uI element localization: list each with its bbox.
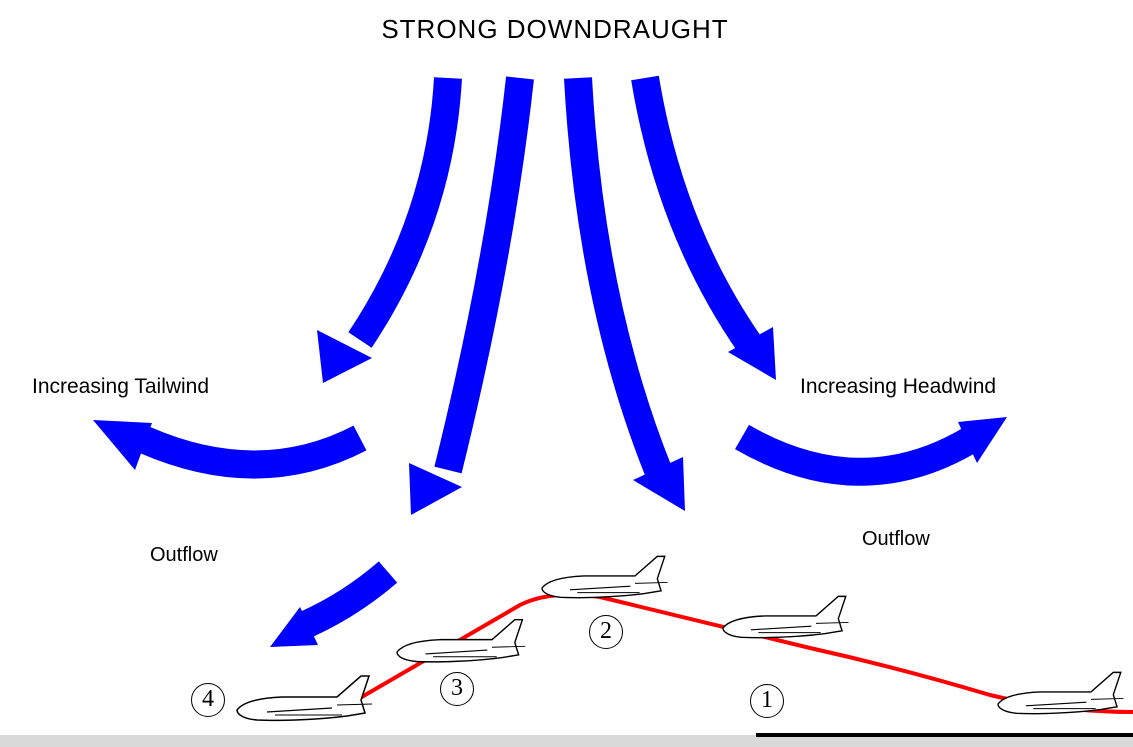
position-marker-2: 2: [589, 615, 623, 649]
ground-strip: [0, 735, 1133, 747]
position-marker-3: 3: [440, 672, 474, 706]
increasing-tailwind-label: Increasing Tailwind: [32, 375, 210, 398]
outflow-right-label: Outflow: [862, 528, 930, 550]
downdraught-arrows: [93, 75, 1007, 647]
down-arrow-inner-right: [564, 77, 685, 511]
runway: [756, 733, 1133, 737]
outflow-arrow-tailwind: [93, 420, 367, 479]
aircraft-icon: [236, 675, 373, 722]
position-marker-4: 4: [191, 683, 225, 717]
aircraft-icon: [541, 555, 669, 599]
aircraft-icon: [722, 595, 850, 639]
outflow-arrow-lower-left: [270, 561, 398, 647]
diagram-title: STRONG DOWNDRAUGHT: [381, 14, 729, 44]
down-arrow-inner-left: [409, 76, 534, 515]
outflow-left-label: Outflow: [150, 544, 218, 566]
increasing-headwind-label: Increasing Headwind: [800, 375, 997, 398]
position-marker-1: 1: [750, 684, 784, 718]
aircraft-icon: [396, 618, 526, 663]
outflow-arrow-headwind: [735, 417, 1007, 486]
down-arrow-outer-right: [631, 75, 776, 380]
down-arrow-outer-left: [317, 77, 462, 383]
aircraft-icon: [997, 671, 1125, 715]
